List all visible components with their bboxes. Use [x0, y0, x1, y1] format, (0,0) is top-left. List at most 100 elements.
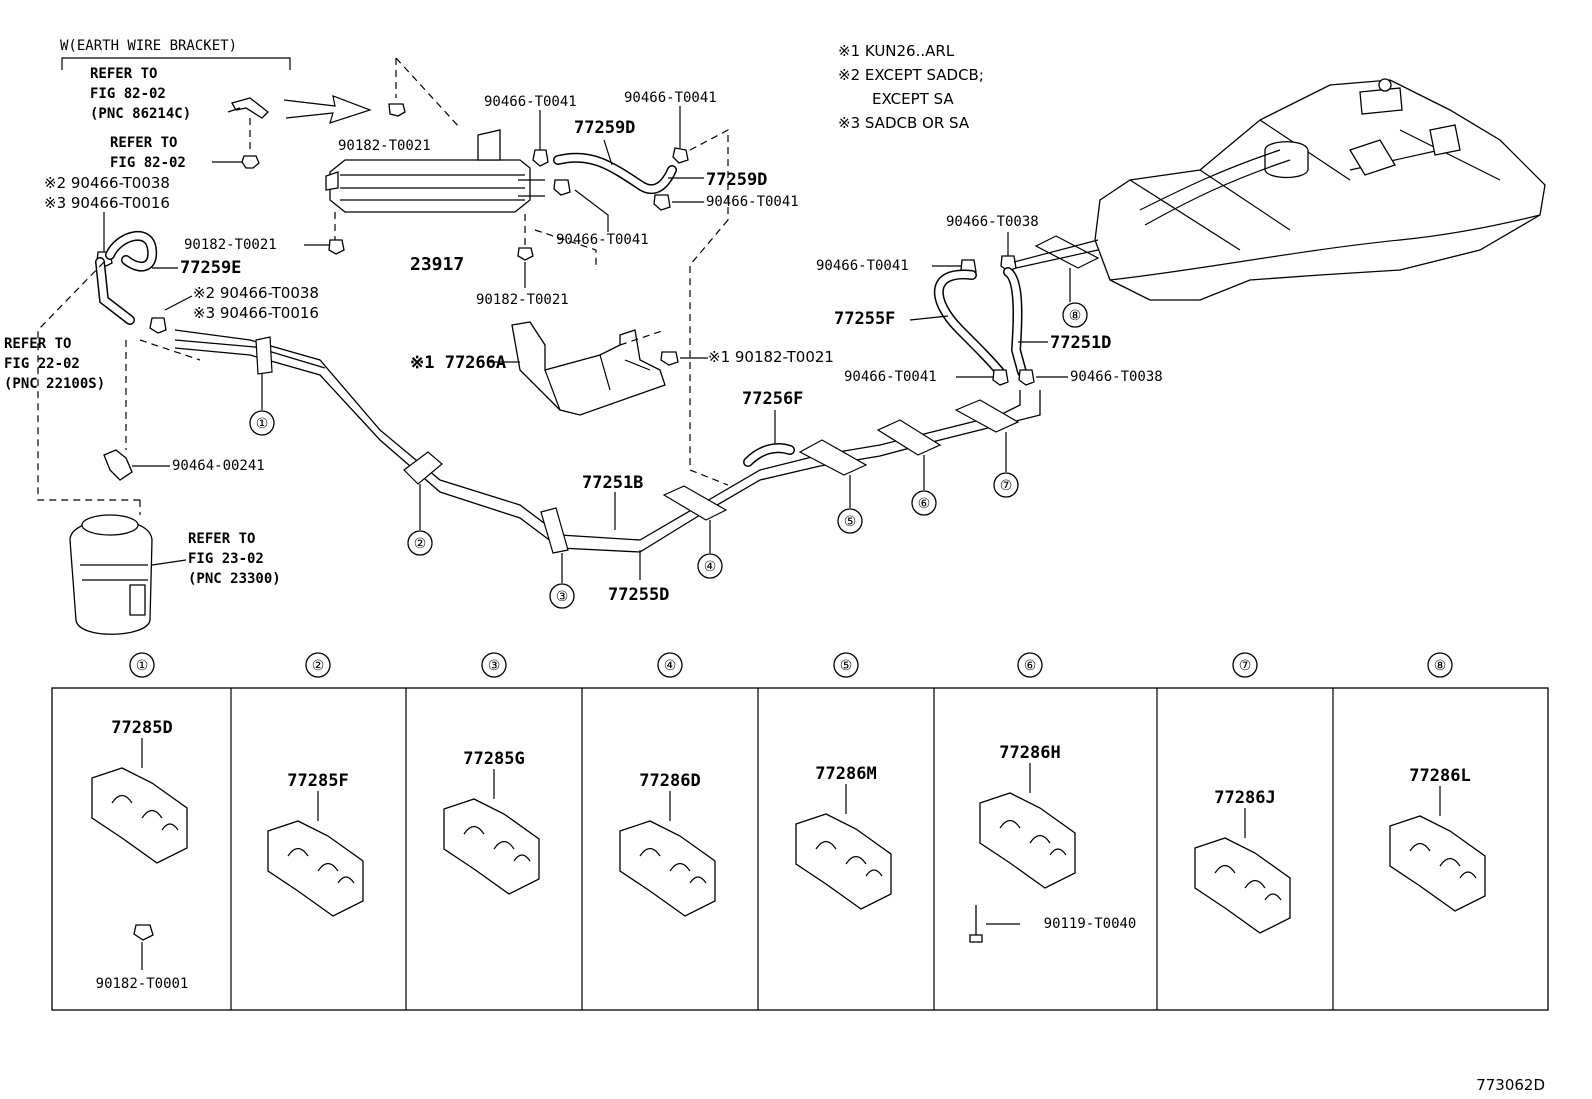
label-3-90466-t0016-a: ※3 90466-T0016: [44, 194, 170, 212]
panel-number: ①: [136, 658, 149, 674]
panel-number-circle: [1017, 652, 1043, 678]
label-90182-t0021-b: 90182-T0021: [184, 237, 277, 253]
label-3-90466-t0016-b: ※3 90466-T0016: [193, 304, 319, 322]
clamp-tape-3: [540, 507, 569, 554]
hose-77255f-77251d-group: 90466-T0038 90466-T0041 77255F 77251D 90…: [816, 214, 1163, 386]
panel-number-circle: [305, 652, 331, 678]
clamp-panel-frame: [51, 687, 1549, 1011]
note-2-cont: EXCEPT SA: [872, 90, 954, 108]
pointer-arrow: [283, 95, 372, 124]
clamp-part-drawing: [619, 820, 716, 917]
note-3: ※3 SADCB OR SA: [838, 114, 970, 132]
label-90466-t0038-bot: 90466-T0038: [1070, 369, 1163, 385]
panel-part-label: 77286L: [1409, 766, 1470, 786]
canister-bolt-side: [517, 247, 534, 261]
label-23917: 23917: [410, 254, 464, 275]
canister-bolt-bottom: [328, 239, 345, 255]
refer-22-02-line2: FIG 22-02: [4, 356, 80, 372]
clamp-part-drawing: [979, 792, 1076, 889]
label-90466-t0041-b: 90466-T0041: [624, 90, 717, 106]
clamp-part-drawing: [267, 820, 364, 917]
clamp-panel-3: ③ 77285G: [443, 652, 540, 895]
callout-4: ④: [704, 559, 717, 575]
panel-number: ⑤: [840, 658, 853, 674]
panel-part-label: 77286M: [815, 764, 876, 784]
clamp-panel-1: ① 77285D 90182-T0001: [91, 652, 189, 992]
refer-22-02-line1: REFER TO: [4, 336, 71, 352]
callout-circle-4: [697, 553, 723, 579]
label-90466-t0038-top: 90466-T0038: [946, 214, 1039, 230]
panel-extra-label: 90119-T0040: [1044, 916, 1137, 932]
label-77251b: 77251B: [582, 473, 643, 493]
clamp-tape-2: [403, 451, 443, 485]
hose-clip-i: [992, 369, 1009, 386]
callout-circle-1: [249, 410, 275, 436]
label-1-90182-t0021: ※1 90182-T0021: [708, 348, 834, 366]
earth-bracket-part: [231, 97, 269, 119]
clamp-part-drawing: [1389, 815, 1486, 912]
callout-circle-3: [549, 583, 575, 609]
callout-3: ③: [556, 589, 569, 605]
main-fuel-pipes: 77251B 77255D 77256F: [174, 235, 1100, 605]
label-90182-t0021-c: 90182-T0021: [476, 292, 569, 308]
bracket-77266a: [511, 321, 666, 416]
panel-number-circle: [833, 652, 859, 678]
notes-block: ※1 KUN26..ARL ※2 EXCEPT SADCB; EXCEPT SA…: [838, 42, 984, 132]
label-90466-t0041-a: 90466-T0041: [484, 94, 577, 110]
fuel-filter: [69, 519, 153, 635]
callout-5: ⑤: [844, 514, 857, 530]
label-90466-t0041-e: 90466-T0041: [816, 258, 909, 274]
callout-markers: ① ② ③ ④ ⑤ ⑥ ⑦ ⑧: [249, 268, 1088, 609]
label-77255d: 77255D: [608, 585, 669, 605]
clamp-part-drawing: [795, 813, 892, 910]
panel-part-label: 77285F: [287, 771, 348, 791]
panel-number: ③: [488, 658, 501, 674]
callout-circle-8: [1062, 302, 1088, 328]
label-77255f: 77255F: [834, 309, 895, 329]
panel-extra-label: 90182-T0001: [96, 976, 189, 992]
clamp-tape-6: [876, 419, 942, 456]
callout-1: ①: [256, 416, 269, 432]
clamp-panel-5: ⑤ 77286M: [795, 652, 892, 910]
clamp-tape-1: [255, 336, 273, 375]
earth-wire-bracket-group: W(EARTH WIRE BRACKET) REFER TO FIG 82-02…: [60, 38, 372, 171]
panel-number-circle: [657, 652, 683, 678]
panel-part-label: 77286D: [639, 771, 700, 791]
refer-82-02b-line2: FIG 82-02: [110, 155, 186, 171]
refer-22-02-line3: (PNC 22100S): [4, 376, 105, 392]
callout-circle-5: [837, 508, 863, 534]
callout-8: ⑧: [1069, 308, 1082, 324]
label-1-77266a: ※1 77266A: [410, 353, 506, 373]
refer-23-02-line1: REFER TO: [188, 531, 255, 547]
label-2-90466-t0038-a: ※2 90466-T0038: [44, 174, 170, 192]
label-77256f: 77256F: [742, 389, 803, 409]
canister-bolt-top: [388, 103, 406, 117]
panel-part-label: 77285D: [111, 718, 172, 738]
panel-number: ⑧: [1434, 658, 1447, 674]
panel-number: ④: [664, 658, 677, 674]
callout-2: ②: [414, 536, 427, 552]
panel-part-label: 77285G: [463, 749, 524, 769]
earth-bracket-nut: [241, 155, 260, 169]
label-90466-t0041-c: 90466-T0041: [556, 232, 649, 248]
bracket-bolt: [660, 351, 679, 366]
earth-bracket-title: W(EARTH WIRE BRACKET): [60, 38, 237, 54]
hose-clip-c: [553, 179, 571, 196]
clamp-panels: [51, 687, 1549, 1011]
hose-77259e-group: ※2 90466-T0038 ※3 90466-T0016 77259E ※2 …: [4, 174, 319, 501]
panel-number: ⑥: [1024, 658, 1037, 674]
label-2-90466-t0038-b: ※2 90466-T0038: [193, 284, 319, 302]
panel-number: ⑦: [1239, 658, 1252, 674]
refer-23-02-line2: FIG 23-02: [188, 551, 264, 567]
label-90182-t0021-a: 90182-T0021: [338, 138, 431, 154]
refer-82-02-line1: REFER TO: [90, 66, 157, 82]
nut-drawing: [133, 924, 154, 941]
hose-clip-j: [1018, 369, 1035, 386]
hose-clip-a: [532, 149, 549, 167]
refer-82-02-line2: FIG 82-02: [90, 86, 166, 102]
label-77251d: 77251D: [1050, 333, 1111, 353]
refer-23-02-line3: (PNC 23300): [188, 571, 281, 587]
clamp-panel-4: ④ 77286D: [619, 652, 716, 917]
label-77259d-a: 77259D: [574, 118, 635, 138]
